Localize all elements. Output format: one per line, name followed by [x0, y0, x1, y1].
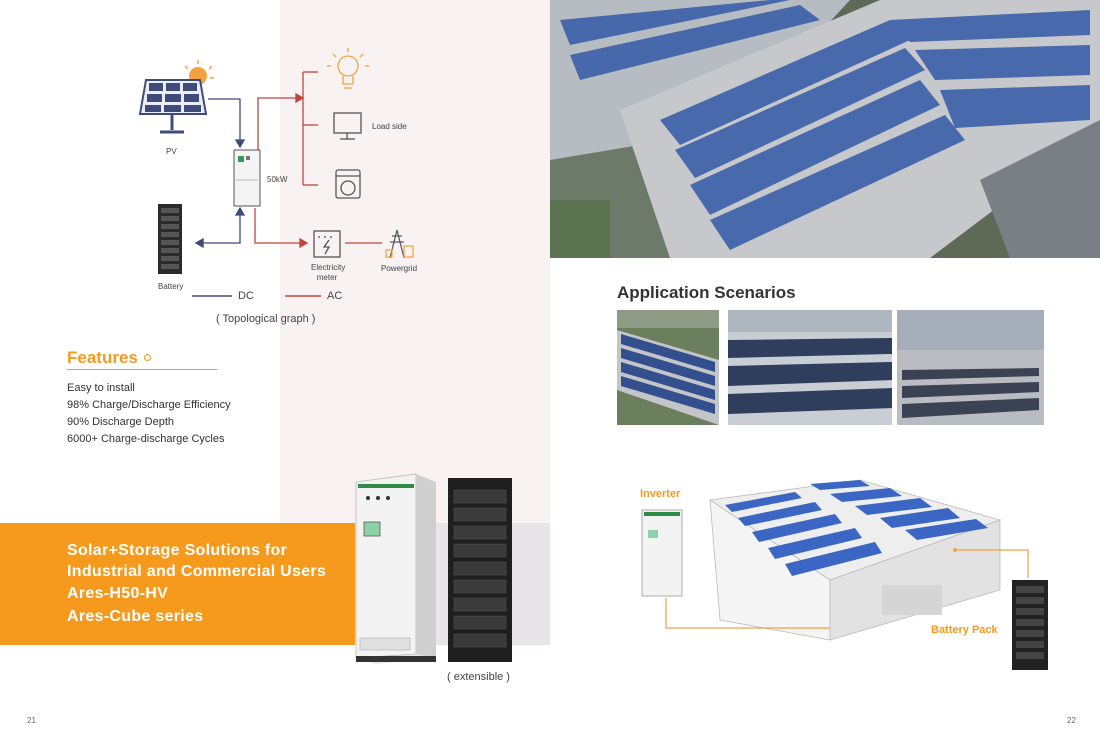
product-image: [355, 473, 512, 664]
washing-machine-icon: [335, 169, 361, 199]
battery-icon: [158, 204, 182, 274]
rooftop-system-illustration: [641, 479, 1048, 670]
page-number-right: 22: [1067, 716, 1076, 725]
battery-pack-label: Battery Pack: [931, 624, 998, 636]
banner-line-4: Ares-Cube series: [67, 608, 204, 625]
inverter-label: Inverter: [640, 488, 681, 500]
monitor-icon: [333, 112, 362, 140]
scenario-photo-1: [617, 310, 719, 425]
feature-item: 98% Charge/Discharge Efficiency: [67, 399, 231, 411]
scenario-photo-3: [897, 310, 1044, 425]
features-title: Features: [67, 348, 138, 367]
system-connectors: [665, 549, 1029, 629]
banner-line-3: Ares-H50-HV: [67, 585, 169, 602]
meter-label-line1: Electricity: [311, 263, 346, 272]
powergrid-label: Powergrid: [381, 264, 418, 273]
page-number-left: 21: [27, 716, 36, 725]
ac-connections: [254, 71, 382, 249]
inverter-icon: [233, 149, 261, 207]
solar-panel-icon: [138, 79, 208, 134]
diagram-caption: ( Topological graph ): [216, 313, 316, 325]
left-page-panel: [280, 0, 550, 523]
banner-line-1: Solar+Storage Solutions for: [67, 542, 288, 559]
scenario-photo-2: [728, 310, 892, 425]
battery-label: Battery: [158, 282, 184, 291]
ac-label: AC: [327, 290, 343, 302]
features-bullet-icon: [144, 354, 151, 361]
feature-item: 90% Discharge Depth: [67, 416, 175, 428]
inverter-rating-label: 50kW: [267, 175, 288, 184]
product-caption: ( extensible ): [447, 671, 510, 683]
electricity-meter-icon: [313, 230, 341, 258]
topology-diagram: [138, 48, 414, 297]
pv-label: PV: [166, 147, 177, 156]
power-tower-icon: [385, 229, 414, 259]
feature-item: 6000+ Charge-discharge Cycles: [67, 433, 225, 445]
application-scenarios-title: Application Scenarios: [617, 283, 796, 302]
system-battery-pack-icon: [1012, 580, 1048, 670]
load-side-label: Load side: [372, 122, 407, 131]
dc-label: DC: [238, 290, 254, 302]
battery-rack: [448, 478, 512, 662]
features-underline: [67, 369, 217, 370]
banner-line-2: Industrial and Commercial Users: [67, 563, 327, 580]
inverter-cabinet: [355, 473, 436, 664]
aerial-rooftop-photo: [550, 0, 1100, 258]
solutions-banner: [0, 523, 355, 645]
warehouse-building: [708, 479, 1002, 641]
system-inverter-icon: [641, 509, 683, 597]
meter-label-line2: meter: [316, 273, 338, 282]
feature-item: Easy to install: [67, 382, 135, 394]
light-bulb-icon: [327, 48, 369, 89]
dc-connections: [194, 98, 246, 249]
